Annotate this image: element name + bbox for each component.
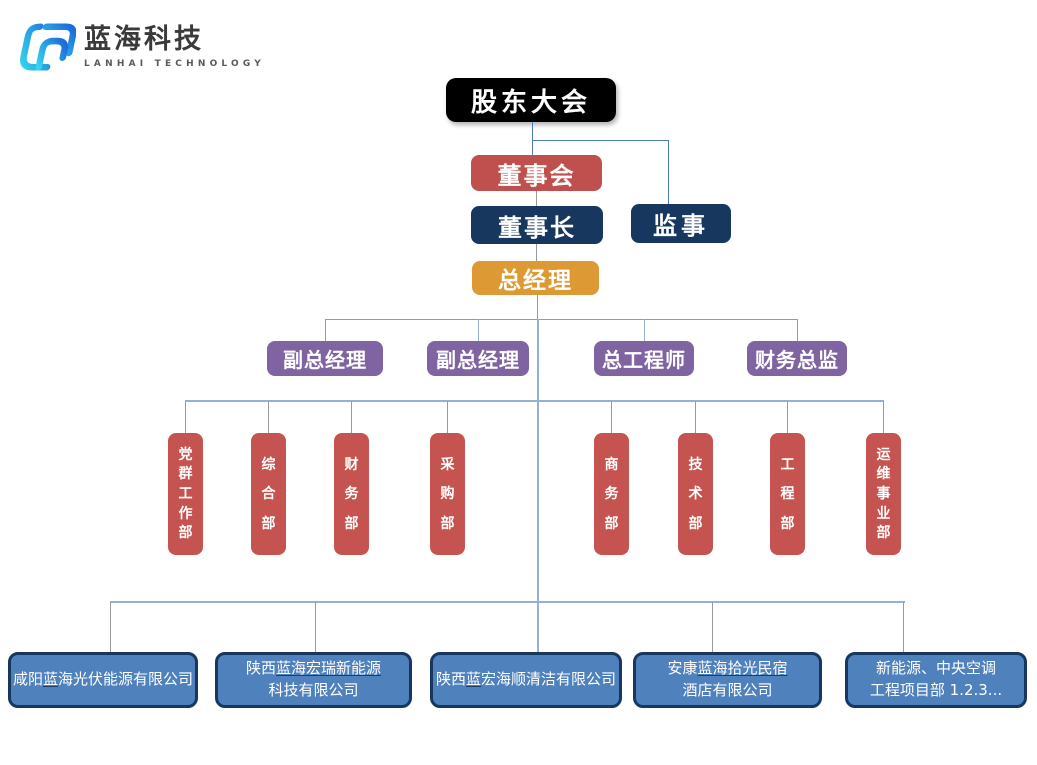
node-finance-director: 财务总监 — [747, 341, 847, 376]
logo-text: 蓝海科技 LANHAI TECHNOLOGY — [84, 16, 265, 69]
dept-box-business: 商务部 — [594, 433, 629, 555]
connector-shareholders-supervisor-v — [668, 140, 669, 204]
lanhai-logo-icon — [19, 23, 76, 71]
connector-drop-dept-3 — [351, 401, 352, 433]
dept-box-procurement: 采购部 — [430, 433, 465, 555]
connector-exec-row-h — [325, 319, 797, 320]
connector-drop-exec-3 — [644, 319, 645, 341]
connector-drop-exec-2 — [478, 319, 479, 341]
connector-shareholders-board — [532, 122, 533, 155]
brand-name-cn: 蓝海科技 — [84, 24, 204, 55]
connector-drop-company-1 — [110, 602, 111, 652]
connector-drop-exec-1 — [325, 319, 326, 341]
node-chairman: 董事长 — [471, 206, 603, 244]
brand-name-en: LANHAI TECHNOLOGY — [84, 59, 265, 70]
connector-chairman-gm — [536, 244, 537, 261]
company-box-lanhonghaishun-cleaning: 陕西蓝宏海顺清洁有限公司 — [430, 652, 622, 708]
connector-company-row-h — [110, 601, 905, 603]
company-box-project-dept: 新能源、中央空调工程项目部 1.2.3... — [845, 652, 1027, 708]
company-box-hongrui-newenergy: 陕西蓝海宏瑞新能源科技有限公司 — [215, 652, 412, 708]
node-board-of-directors: 董事会 — [471, 155, 602, 191]
connector-drop-company-5 — [903, 602, 904, 652]
dept-box-technology: 技术部 — [678, 433, 713, 555]
dept-box-om-division: 运维事业部 — [866, 433, 901, 555]
node-supervisor: 监事 — [631, 204, 731, 243]
connector-drop-dept-1 — [185, 401, 186, 433]
node-deputy-gm-1: 副总经理 — [267, 341, 383, 376]
connector-shareholders-supervisor-h — [532, 140, 668, 141]
connector-drop-exec-4 — [797, 319, 798, 341]
connector-drop-dept-8 — [883, 401, 884, 433]
connector-drop-dept-7 — [787, 401, 788, 433]
node-shareholders-meeting: 股东大会 — [446, 78, 616, 122]
node-chief-engineer: 总工程师 — [594, 341, 694, 376]
connector-drop-dept-2 — [268, 401, 269, 433]
connector-drop-dept-4 — [447, 401, 448, 433]
node-general-manager: 总经理 — [472, 261, 599, 295]
connector-dept-row-h — [185, 400, 884, 402]
connector-drop-company-3 — [537, 602, 539, 652]
connector-drop-company-2 — [315, 602, 316, 652]
dept-box-finance: 财务部 — [334, 433, 369, 555]
dept-box-engineering: 工程部 — [770, 433, 805, 555]
node-deputy-gm-2: 副总经理 — [427, 341, 529, 376]
dept-box-party-affairs: 党群工作部 — [168, 433, 203, 555]
connector-gm-down — [537, 295, 538, 319]
company-box-ankang-hotel: 安康蓝海拾光民宿酒店有限公司 — [633, 652, 822, 708]
company-box-xianyang-pv: 咸阳蓝海光伏能源有限公司 — [8, 652, 198, 708]
dept-box-general: 综合部 — [251, 433, 286, 555]
connector-drop-company-4 — [712, 602, 713, 652]
connector-central-trunk — [537, 319, 539, 602]
company-logo: 蓝海科技 LANHAI TECHNOLOGY — [14, 16, 265, 78]
connector-drop-dept-6 — [695, 401, 696, 433]
connector-board-chairman — [536, 191, 537, 206]
connector-drop-dept-5 — [611, 401, 612, 433]
